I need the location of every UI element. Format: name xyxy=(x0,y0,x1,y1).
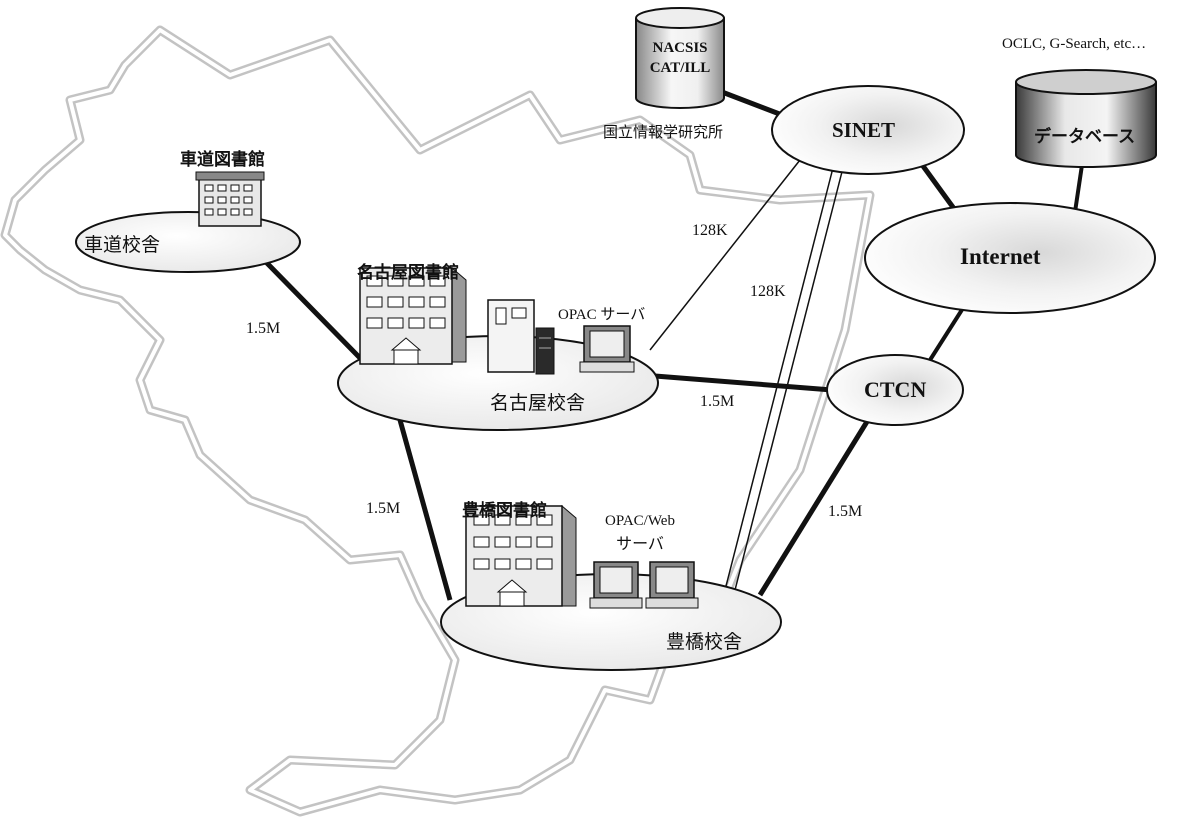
toyohashi-server-label-line2: サーバ xyxy=(616,536,664,553)
link-nagoya-ctcn xyxy=(654,373,833,393)
speed-kurumamichi-nagoya: 1.5M xyxy=(246,320,281,337)
speed-nagoya-sinet: 128K xyxy=(692,222,728,239)
nagoya-opac-server-label: OPAC サーバ xyxy=(558,307,646,323)
nii-label: 国立情報学研究所 xyxy=(603,125,724,141)
toyohashi-campus-label: 豊橋校舎 xyxy=(666,632,743,653)
internet-label: Internet xyxy=(960,244,1041,269)
nacsis-label-line1: NACSIS xyxy=(652,40,708,56)
link-internet-database xyxy=(1073,164,1084,213)
link-nagoya-toyohashi xyxy=(397,419,453,601)
toyohashi-terminal-icon-2 xyxy=(645,561,699,609)
speed-toyohashi-ctcn: 1.5M xyxy=(828,503,863,520)
link-toyohashi-sinet-b xyxy=(734,159,846,591)
external-database-icon xyxy=(1015,69,1157,168)
nagoya-campus-label: 名古屋校舎 xyxy=(490,393,586,414)
kurumamichi-campus-node xyxy=(75,211,301,273)
kurumamichi-library-label: 車道図書館 xyxy=(180,150,265,169)
kurumamichi-campus-label: 車道校舎 xyxy=(84,235,161,256)
oclc-label: OCLC, G-Search, etc… xyxy=(1002,36,1147,52)
speed-nagoya-toyohashi: 1.5M xyxy=(366,500,401,517)
toyohashi-server-label-line1: OPAC/Web xyxy=(605,513,675,529)
link-toyohashi-sinet-a xyxy=(724,159,836,591)
link-kurumamichi-nagoya xyxy=(260,256,362,360)
sinet-node xyxy=(771,85,965,175)
nagoya-opac-terminal-icon xyxy=(579,325,635,373)
speed-toyohashi-sinet: 128K xyxy=(750,283,786,300)
speed-nagoya-ctcn: 1.5M xyxy=(700,393,735,410)
toyohashi-terminal-icon-1 xyxy=(589,561,643,609)
toyohashi-library-label: 豊橋図書館 xyxy=(462,501,547,520)
nacsis-label-line2: CAT/ILL xyxy=(649,60,711,76)
nagoya-server-icon xyxy=(487,299,555,375)
nagoya-library-label: 名古屋図書館 xyxy=(357,263,459,282)
toyohashi-server-label: OPAC/Web サーバ xyxy=(600,513,680,554)
ctcn-node xyxy=(826,354,964,426)
internet-node xyxy=(864,202,1156,314)
kurumamichi-library-building-icon xyxy=(195,171,265,227)
database-label: データベース xyxy=(1034,127,1136,146)
sinet-label: SINET xyxy=(832,118,896,142)
link-toyohashi-ctcn xyxy=(757,418,871,597)
ctcn-label: CTCN xyxy=(864,377,927,402)
toyohashi-library-building-icon xyxy=(465,504,577,607)
link-nagoya-sinet xyxy=(649,159,801,351)
nacsis-label: NACSIS CAT/ILL xyxy=(636,38,724,78)
link-internet-ctcn xyxy=(928,303,967,362)
nagoya-library-building-icon xyxy=(359,266,467,365)
nacsis-database-icon xyxy=(635,7,725,109)
